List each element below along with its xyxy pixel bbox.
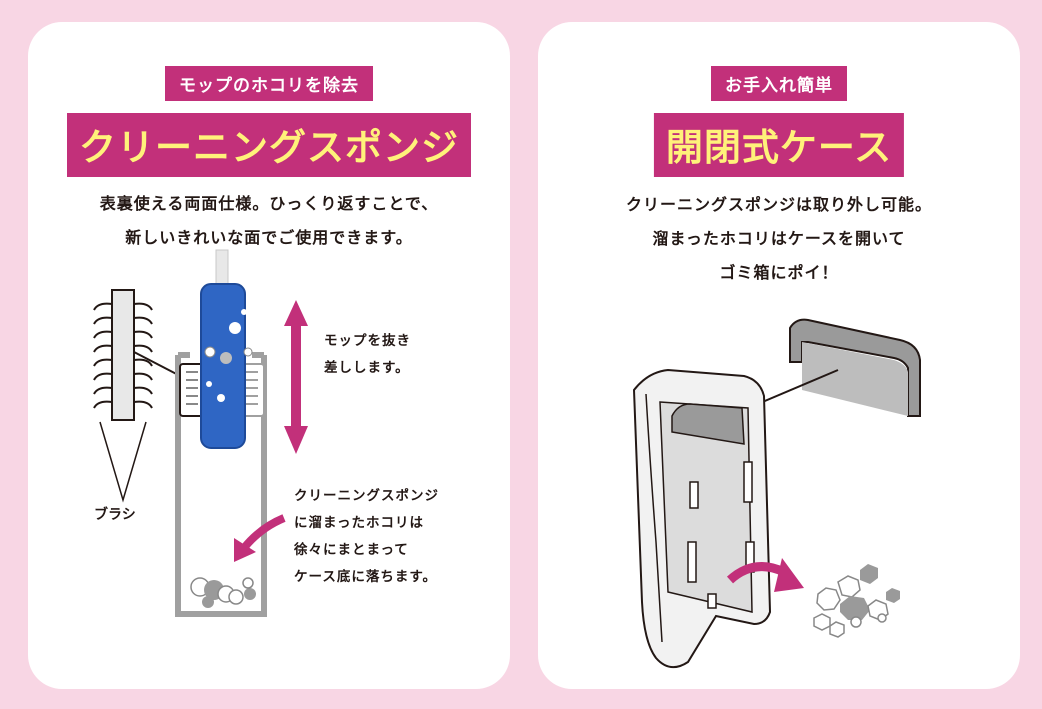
dust-note: クリーニングスポンジ に溜まったホコリは 徐々にまとまって ケース底に落ちます。 — [294, 483, 439, 591]
brush-illustration — [93, 289, 153, 503]
note-line: クリーニングスポンジ — [294, 488, 439, 504]
panel-title: クリーニングスポンジ — [67, 113, 471, 177]
dump-arrow — [726, 558, 804, 592]
open-case-illustration — [632, 318, 921, 669]
note-line: に溜まったホコリは — [294, 515, 424, 531]
dust-pile — [813, 564, 900, 638]
dust-pile — [190, 577, 256, 608]
panel-description: クリーニングスポンジは取り外し可能。 溜まったホコリはケースを開いて ゴミ箱にポ… — [538, 188, 1020, 290]
panel-opening-case: お手入れ簡単 開閉式ケース クリーニングスポンジは取り外し可能。 溜まったホコリ… — [538, 22, 1020, 689]
sponge-diagram-illustration — [93, 249, 308, 617]
panel-description: 表裏使える両面仕様。ひっくり返すことで、 新しいきれいな面でご使用できます。 — [28, 187, 510, 255]
panel-subtitle: モップのホコリを除去 — [165, 66, 373, 101]
panel-cleaning-sponge: モップのホコリを除去 クリーニングスポンジ 表裏使える両面仕様。ひっくり返すこと… — [28, 22, 510, 689]
description-line: クリーニングスポンジは取り外し可能。 — [625, 195, 932, 214]
note-line: モップを抜き — [324, 333, 411, 349]
case-body — [632, 368, 772, 669]
description-line: ゴミ箱にポイ！ — [719, 263, 839, 282]
note-line: 徐々にまとまって — [294, 542, 409, 558]
mop-illustration — [200, 249, 253, 449]
panel-subtitle: お手入れ簡単 — [711, 66, 847, 101]
insert-arrow — [284, 300, 308, 454]
brush-label: ブラシ — [94, 507, 136, 523]
note-line: 差しします。 — [324, 360, 410, 376]
mop-note: モップを抜き 差しします。 — [324, 328, 411, 382]
description-line: 表裏使える両面仕様。ひっくり返すことで、 — [99, 194, 439, 213]
description-line: 新しいきれいな面でご使用できます。 — [125, 228, 413, 247]
note-line: ケース底に落ちます。 — [294, 569, 437, 585]
case-cross-section — [175, 352, 267, 617]
panel-title: 開閉式ケース — [653, 113, 905, 177]
removed-sponge — [789, 318, 921, 417]
fall-arrow — [234, 514, 286, 562]
description-line: 溜まったホコリはケースを開いて — [652, 229, 906, 248]
